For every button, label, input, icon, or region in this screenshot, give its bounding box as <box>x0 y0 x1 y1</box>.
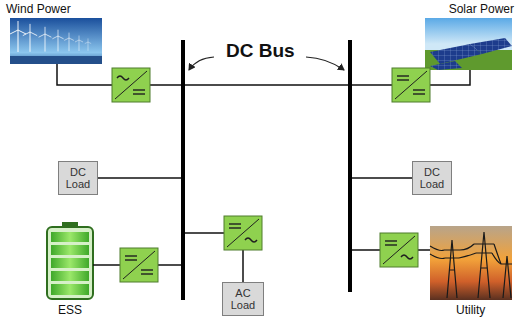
dc-ac-converter <box>224 216 262 250</box>
callout-arrow <box>306 57 344 70</box>
dc-bus-line <box>348 40 352 292</box>
load-box: DC Load <box>412 161 452 195</box>
load-box: DC Load <box>58 161 98 195</box>
source-label: Utility <box>456 303 485 317</box>
utility-picture <box>430 226 512 300</box>
load-label: AC Load <box>225 287 261 311</box>
wire <box>57 64 470 282</box>
dc-ac-converter <box>380 233 418 267</box>
load-box: AC Load <box>222 282 264 316</box>
load-label: DC Load <box>61 166 95 190</box>
load-label: DC Load <box>415 166 449 190</box>
solar-farm-picture <box>425 18 512 70</box>
source-label: Wind Power <box>6 2 71 16</box>
dc-dc-converter <box>392 68 430 102</box>
callout-arrow <box>189 57 214 70</box>
ac-dc-converter <box>112 68 150 102</box>
dc-dc-converter <box>120 248 158 282</box>
battery-picture <box>47 222 93 299</box>
dc-bus-line <box>181 40 185 300</box>
source-label: Solar Power <box>449 2 514 16</box>
wind-farm-picture <box>10 18 102 64</box>
source-label: ESS <box>58 303 82 317</box>
bus-title: DC Bus <box>226 40 295 62</box>
